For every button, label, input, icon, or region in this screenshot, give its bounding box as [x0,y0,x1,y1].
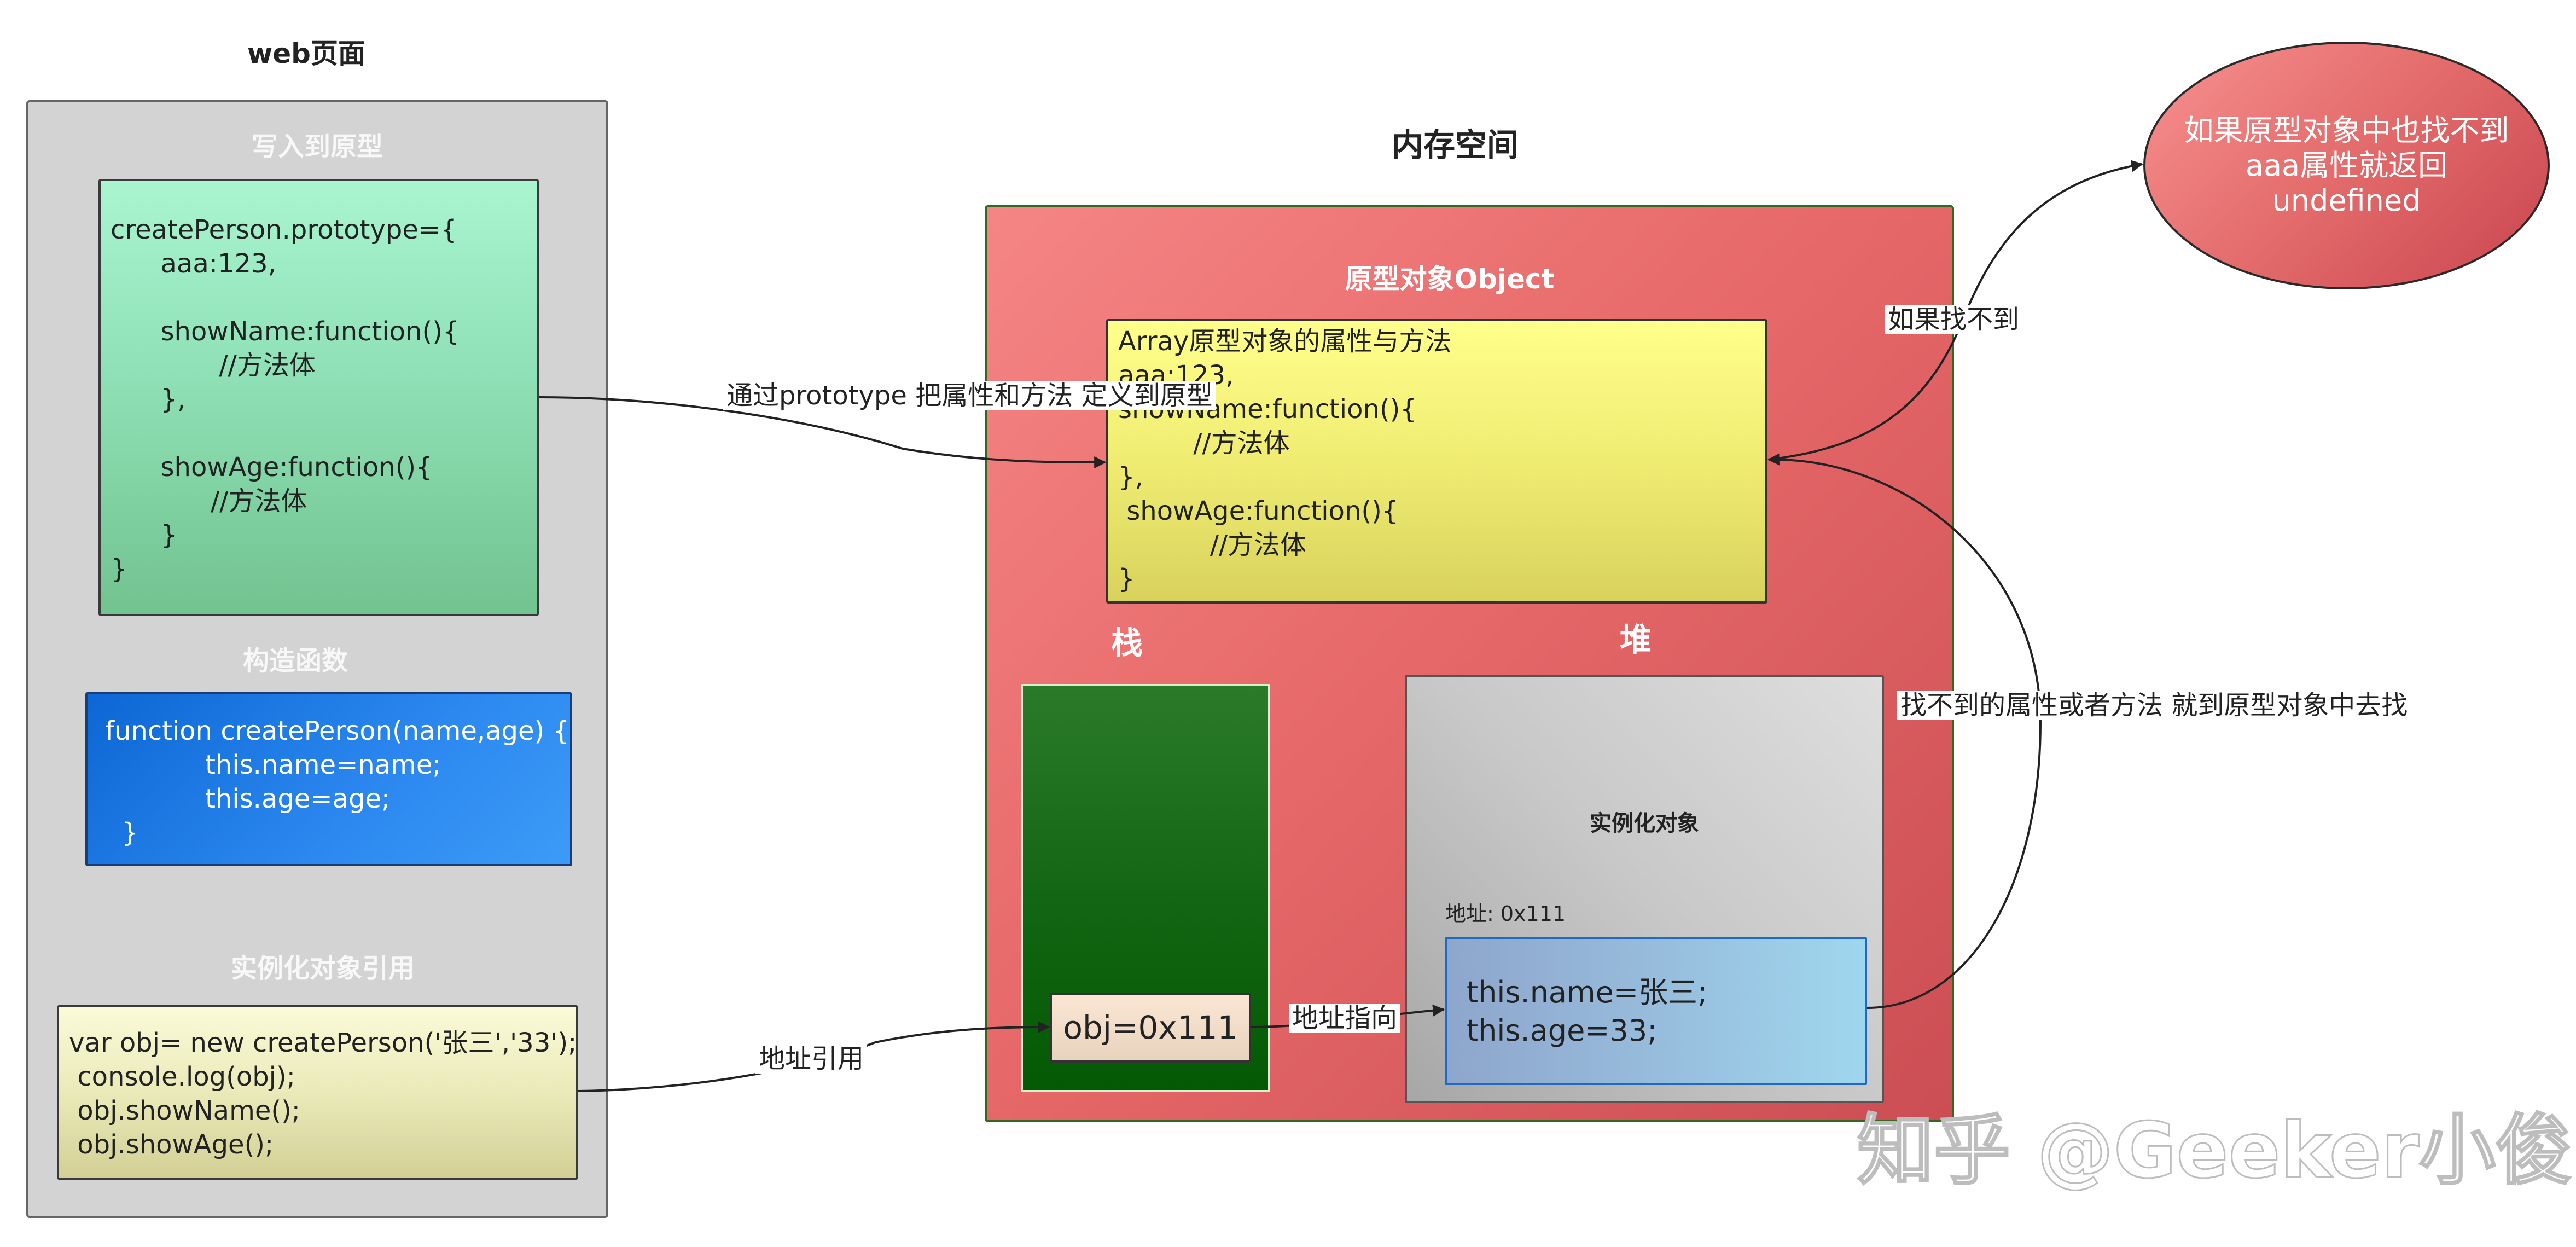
prototype-object-code: Array原型对象的属性与方法 aaa:123, showName:functi… [1118,326,1452,594]
constructor-code: function createPerson(name,age) { this.n… [105,716,570,848]
stack-reference-box: obj=0x111 [1050,993,1251,1063]
undefined-result-text: 如果原型对象中也找不到 aaa属性就返回 undefined [2184,113,2509,218]
undefined-result-node: 如果原型对象中也找不到 aaa属性就返回 undefined [2143,42,2550,289]
instance-reference-box: var obj= new createPerson('张三','33'); co… [57,1005,578,1180]
memory-space-title: 内存空间 [1391,126,1519,164]
edge-label-address-pointing: 地址指向 [1289,1004,1401,1033]
heap-label: 堆 [1619,621,1652,658]
prototype-definition-code: createPerson.prototype={ aaa:123, showNa… [111,214,460,584]
instance-object-box: this.name=张三; this.age=33; [1445,937,1867,1085]
prototype-object-box: Array原型对象的属性与方法 aaa:123, showName:functi… [1106,319,1767,604]
web-page-title: web页面 [247,38,365,69]
prototype-object-title: 原型对象Object [1345,263,1555,295]
instance-object-code: this.name=张三; this.age=33; [1467,975,1708,1048]
edge-label-address-reference: 地址引用 [755,1044,868,1074]
prototype-definition-box: createPerson.prototype={ aaa:123, showNa… [98,179,539,616]
edge-label-define-prototype: 通过prototype 把属性和方法 定义到原型 [723,381,1216,410]
instance-reference-code: var obj= new createPerson('张三','33'); co… [69,1028,577,1160]
constructor-box: function createPerson(name,age) { this.n… [85,692,572,866]
prototype-section-title: 写入到原型 [251,131,383,162]
stack-label: 栈 [1110,624,1143,662]
constructor-section-title: 构造函数 [242,646,348,676]
watermark: 知乎 @Geeker小俊 [1857,1106,2573,1197]
edge-label-not-found: 如果找不到 [1885,305,2023,334]
instance-ref-section-title: 实例化对象引用 [230,953,415,984]
instance-address-label: 地址: 0x111 [1445,902,1566,926]
stack-reference-value: obj=0x111 [1063,1009,1238,1046]
instance-object-title: 实例化对象 [1590,811,1699,836]
edge-label-lookup-prototype: 找不到的属性或者方法 就到原型对象中去找 [1897,691,2411,720]
